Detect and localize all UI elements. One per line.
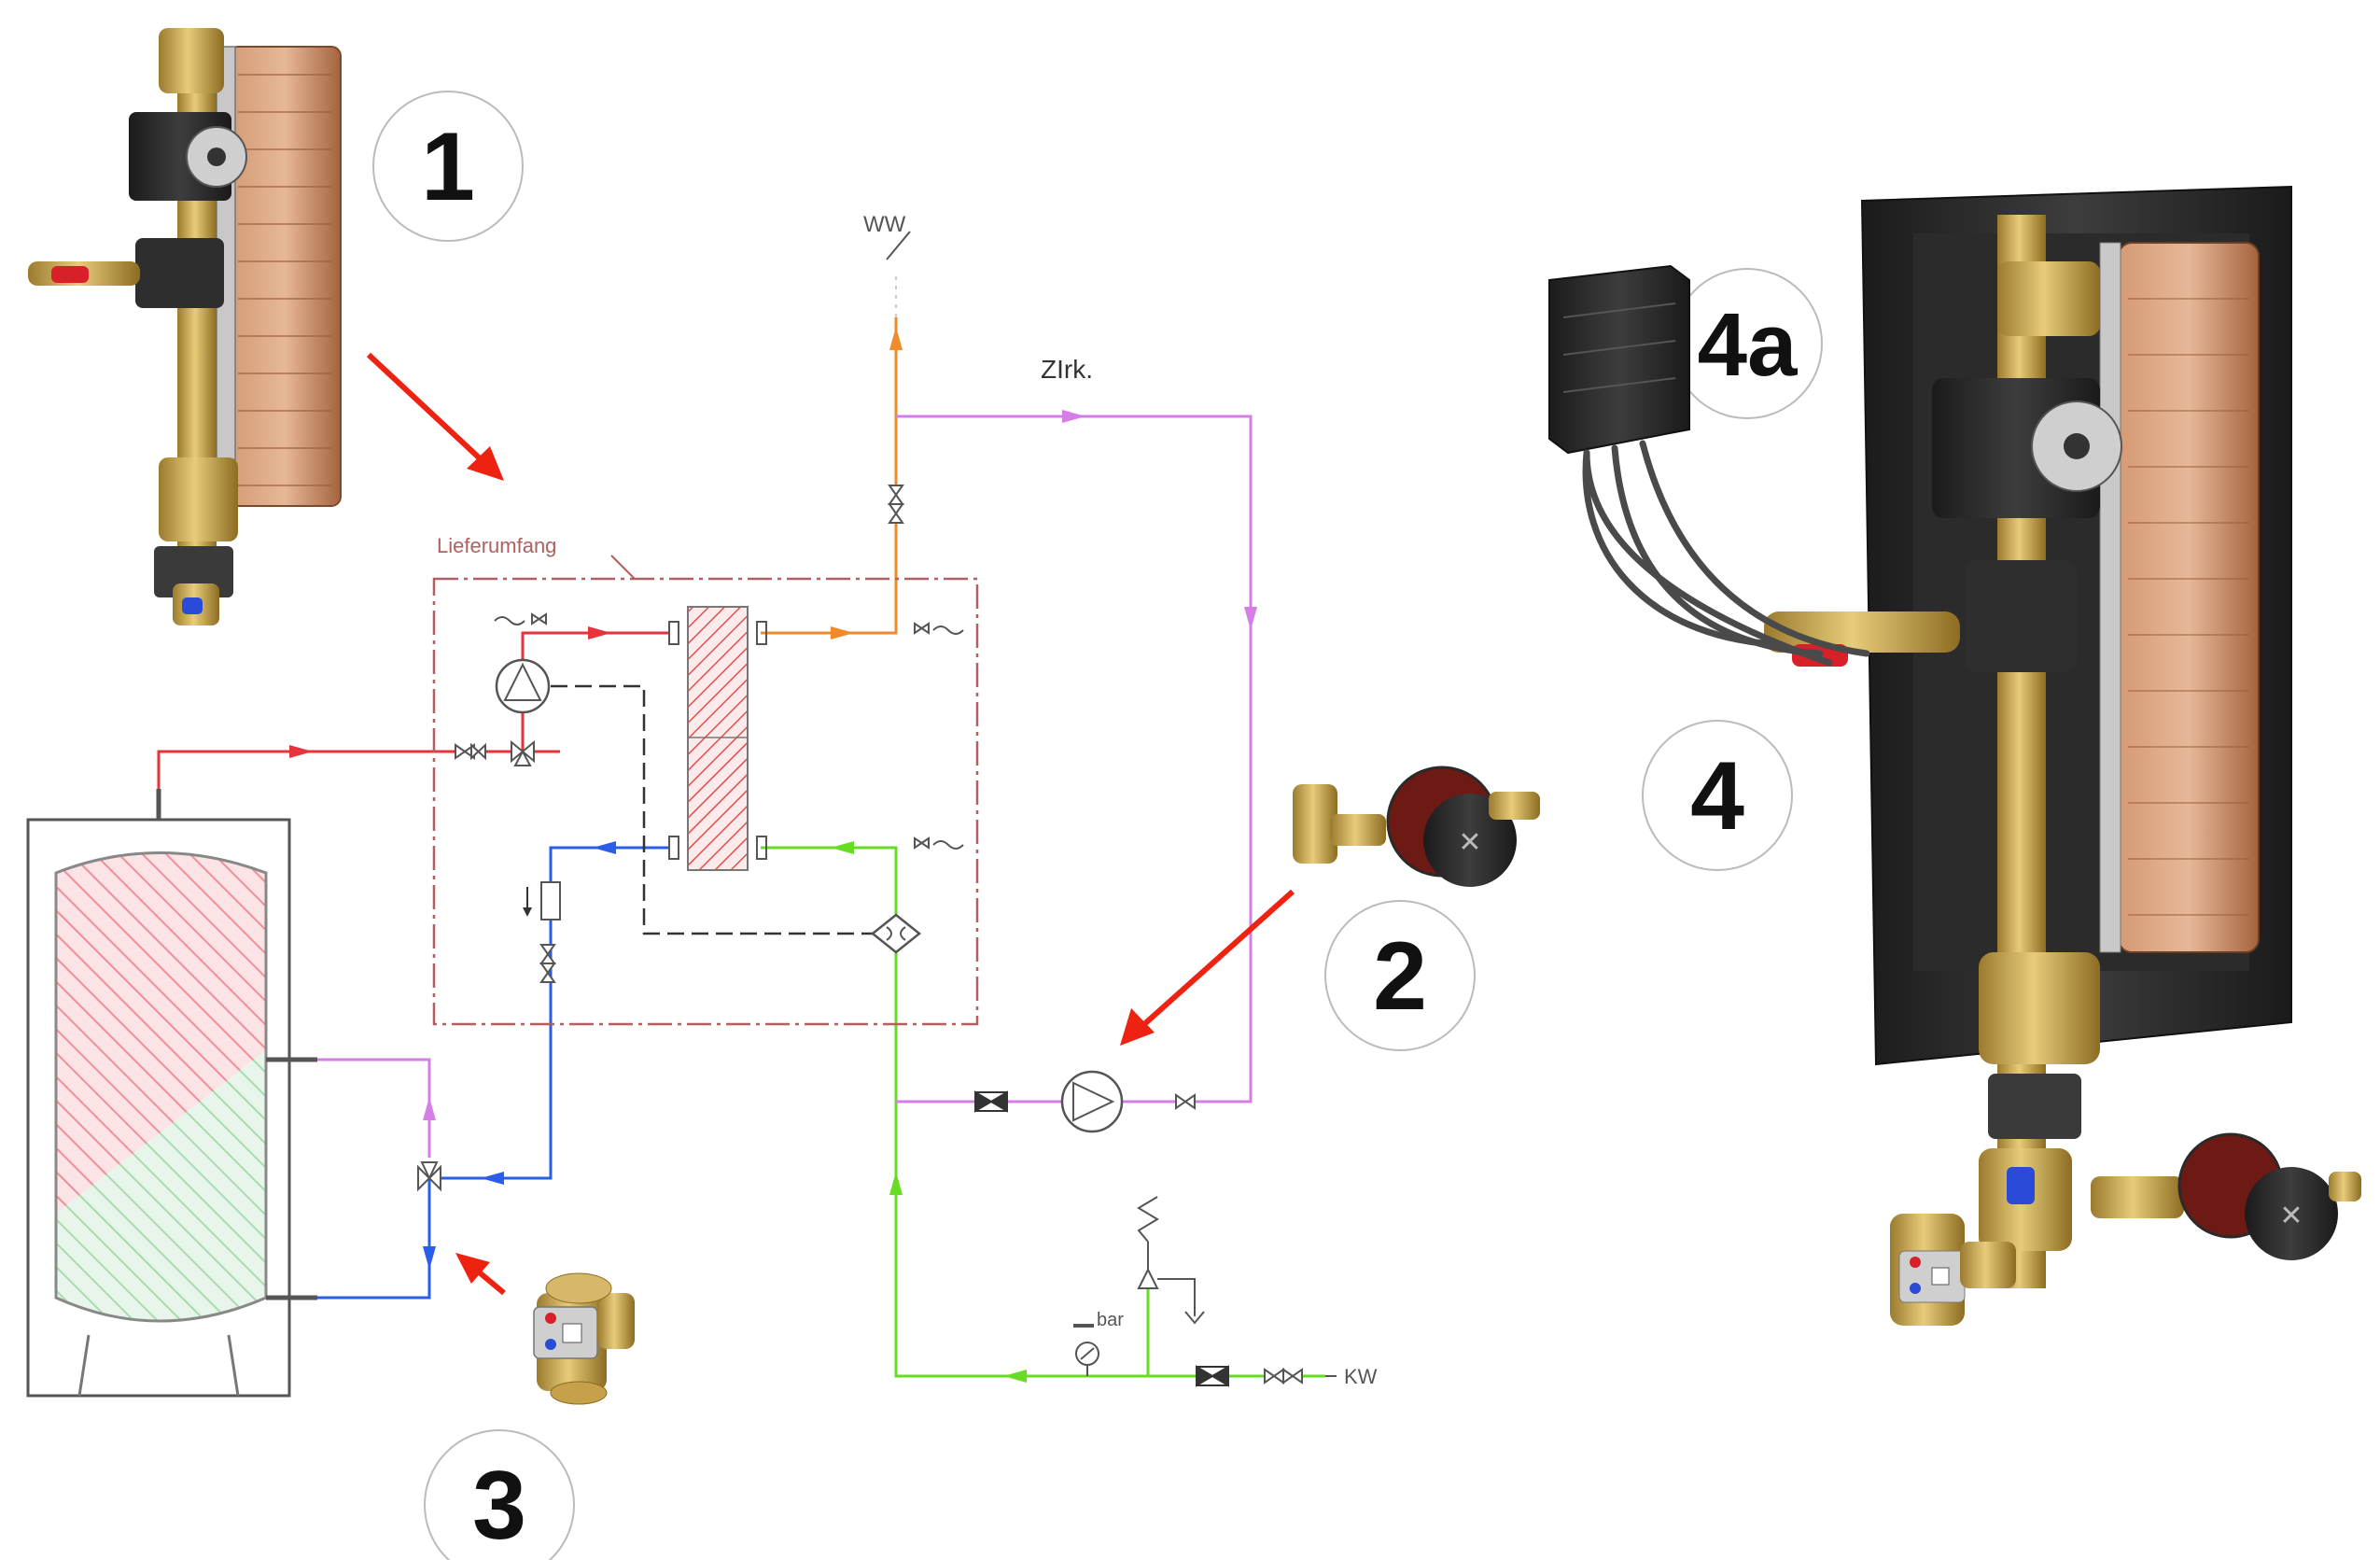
three-way-valve-storage (417, 1161, 441, 1192)
kw-label: KW (1344, 1365, 1378, 1388)
safety-group-symbol (1073, 1196, 1205, 1376)
lieferumfang-label: Lieferumfang (437, 534, 556, 557)
pointer-arrows (366, 352, 1295, 1296)
controller-box-icon (1548, 264, 1870, 667)
svg-text:✕: ✕ (1458, 827, 1481, 858)
ww-label: WW (863, 212, 906, 237)
flow-arrows (289, 327, 1257, 1383)
callout-2: 2 (1324, 900, 1476, 1051)
callout-3: 3 (424, 1429, 575, 1560)
callout-4: 4 (1642, 720, 1793, 871)
callout-4a: 4a (1672, 268, 1823, 419)
flow-sensor-symbol (870, 913, 922, 954)
drain-taps (494, 616, 964, 850)
storage-tank (26, 789, 317, 1398)
svg-text:4a: 4a (1698, 295, 1798, 395)
svg-text:✕: ✕ (2279, 1201, 2303, 1231)
bar-label: bar (1097, 1310, 1124, 1330)
zirk-label: ZIrk. (1041, 355, 1093, 384)
circulation-pump-symbol (1060, 1070, 1124, 1133)
svg-text:1: 1 (421, 113, 475, 221)
primary-pump-symbol (495, 658, 551, 714)
ball-valves (455, 485, 1303, 1384)
svg-text:2: 2 (1373, 922, 1427, 1031)
callout-1: 1 (372, 91, 524, 242)
mixing-valve-icon (533, 1272, 635, 1405)
plate-heat-exchanger (668, 606, 767, 871)
svg-text:3: 3 (472, 1452, 526, 1560)
pump-icon: ✕ (1293, 766, 1540, 887)
station-icon (28, 28, 342, 625)
three-way-valve-primary (511, 739, 535, 766)
svg-text:4: 4 (1690, 742, 1744, 850)
gravity-brake-symbol (523, 881, 561, 921)
lieferumfang-boundary (432, 577, 979, 1026)
insulated-station-icon: ✕ (1764, 185, 2361, 1326)
check-valves (974, 1090, 1229, 1387)
